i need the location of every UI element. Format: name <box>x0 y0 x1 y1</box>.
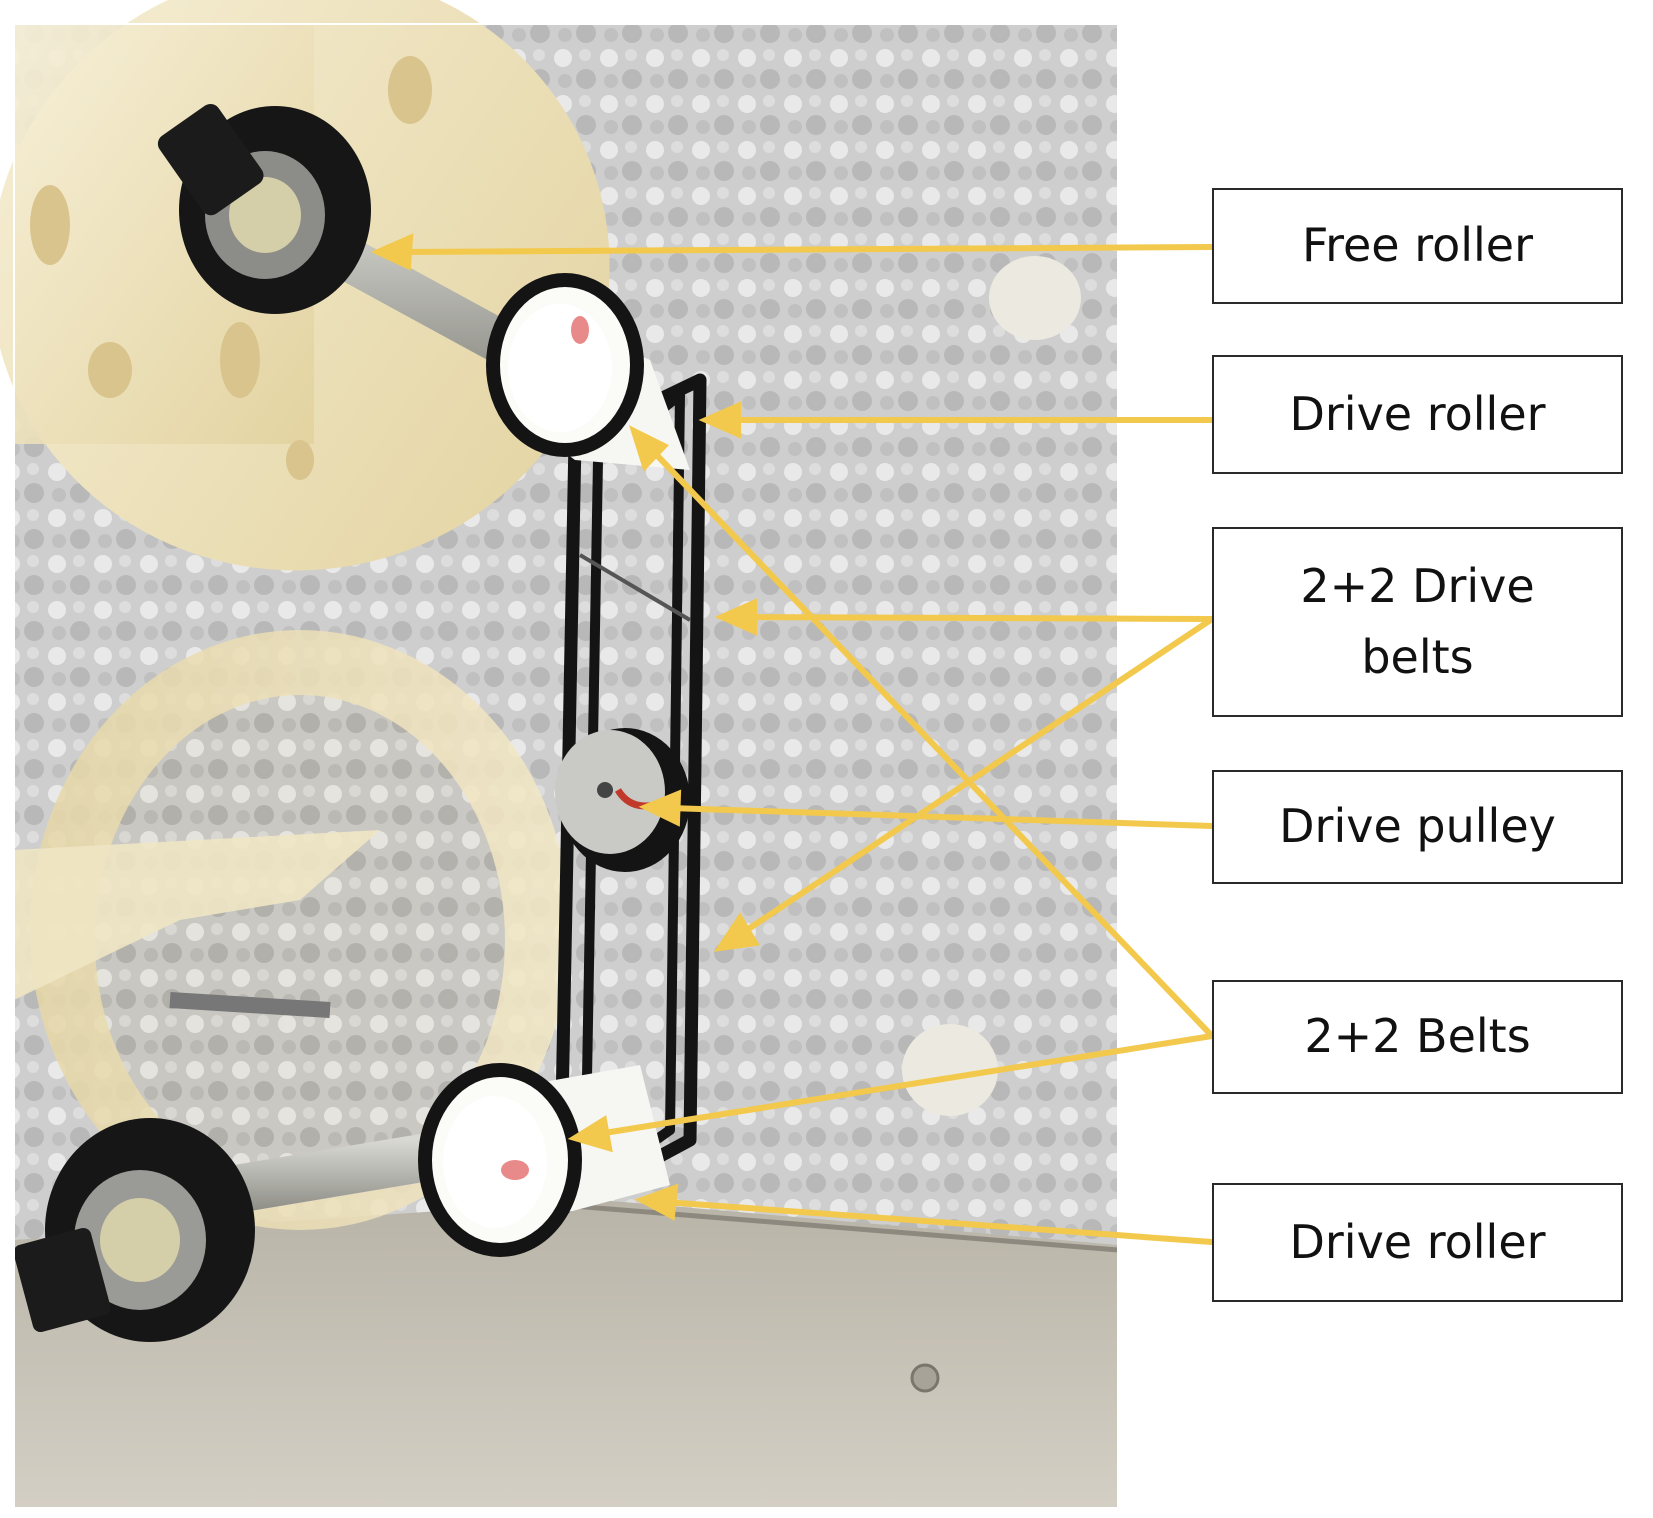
top-shaft-cap <box>157 103 264 216</box>
arrow-drive-roller-bottom <box>662 1199 1215 1245</box>
drive-pulley-center <box>597 782 613 798</box>
bottom-drum-window <box>95 695 505 1185</box>
drum-hole <box>220 322 260 398</box>
label-drive-roller-top: Drive roller <box>1212 355 1623 474</box>
floor-screw <box>910 1363 940 1393</box>
roller-marking <box>571 316 589 344</box>
drum-hole <box>286 440 314 480</box>
arrow-drive-belts-lower <box>735 616 1215 939</box>
drum-paddle <box>14 830 380 1000</box>
drum-axle <box>169 992 331 1018</box>
belt-tensioner-wire <box>578 553 692 622</box>
top-drive-roller-flange <box>508 304 612 432</box>
label-belts: 2+2 Belts <box>1212 980 1623 1094</box>
metal-floor <box>14 1200 1118 1508</box>
arrow-head <box>698 401 741 439</box>
arrow-head <box>634 1183 679 1221</box>
bottom-bearing-inner <box>100 1198 180 1282</box>
arrow-belts-upper <box>647 445 1215 1039</box>
arrow-free-roller <box>397 244 1215 255</box>
label-drive-pulley: Drive pulley <box>1212 770 1623 884</box>
foil-peg-top <box>989 256 1081 340</box>
foil-peg-bottom <box>902 1024 998 1116</box>
drum-hole <box>30 185 70 265</box>
annotation-arrows <box>370 233 1215 1245</box>
arrow-drive-belts-upper <box>742 614 1215 622</box>
floor-edge <box>559 1202 1119 1253</box>
bottom-drive-roller-flange <box>443 1096 547 1228</box>
drum-hole <box>388 56 432 124</box>
label-drive-belts: 2+2 Drive belts <box>1212 527 1623 717</box>
photo-frame <box>13 23 1119 1509</box>
label-free-roller: Free roller <box>1212 188 1623 304</box>
arrow-head <box>714 598 757 636</box>
arrow-belts-lower <box>595 1033 1215 1137</box>
arrow-drive-pulley <box>667 805 1215 829</box>
arrow-head <box>638 789 682 827</box>
roller-marking <box>501 1160 529 1180</box>
arrow-head <box>629 425 669 472</box>
arrow-head <box>567 1115 613 1153</box>
top-bearing-inner <box>229 177 301 253</box>
label-drive-roller-bottom: Drive roller <box>1212 1183 1623 1302</box>
drum-hole <box>88 342 132 398</box>
arrow-head <box>713 912 760 952</box>
bottom-shaft-cap <box>13 1227 111 1333</box>
arrow-head <box>370 233 414 271</box>
